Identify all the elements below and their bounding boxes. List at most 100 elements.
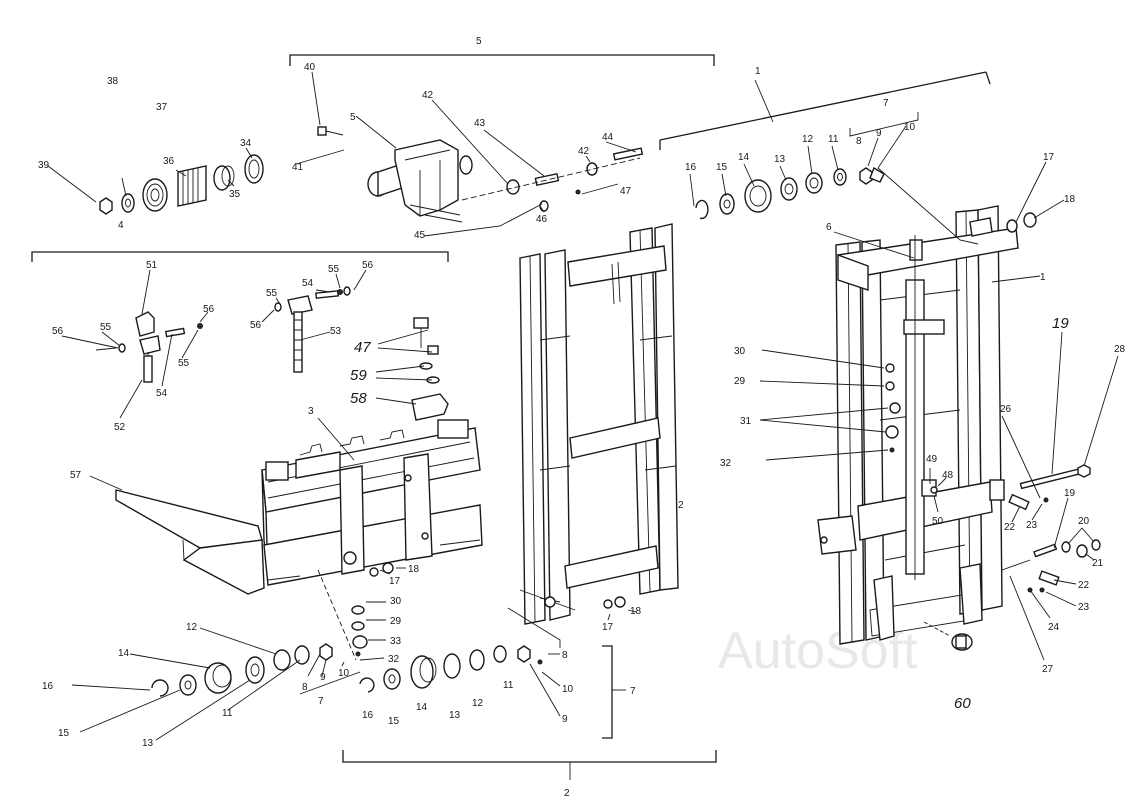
bracket-7-left — [299, 671, 361, 695]
label-56d: 56 — [362, 260, 374, 271]
label-19a: 19 — [1052, 315, 1069, 332]
label-36: 36 — [163, 156, 175, 167]
plates-22-23 — [1008, 493, 1060, 593]
label-7a: 7 — [883, 98, 889, 109]
nut-9-left — [319, 643, 333, 661]
washer-11-mid — [493, 645, 507, 663]
label-15c: 15 — [388, 716, 400, 727]
nut-10-mid — [517, 645, 543, 665]
lift-cylinder-6 — [903, 235, 945, 580]
chain-anchor-48-50 — [921, 479, 938, 497]
label-34: 34 — [240, 138, 252, 149]
label-32a: 32 — [720, 458, 732, 469]
bearing-13-left — [245, 656, 265, 684]
rod-19 — [1019, 467, 1083, 490]
label-42a: 42 — [422, 90, 434, 101]
spacer-12-top — [805, 172, 823, 194]
nut-28 — [1077, 464, 1091, 478]
washer-15-mid — [383, 668, 401, 690]
cup-14-left — [204, 662, 232, 694]
bracket-58 — [411, 393, 449, 421]
label-22a: 22 — [1004, 522, 1016, 533]
spacer-12-mid — [469, 649, 485, 671]
part-number-labels: 5 38 37 39 36 34 35 40 5 41 42 43 44 42 … — [38, 36, 1126, 799]
label-23b: 23 — [1078, 602, 1090, 613]
label-9c: 9 — [562, 714, 568, 725]
label-15b: 15 — [58, 728, 70, 739]
label-56b: 56 — [203, 304, 215, 315]
label-19b: 19 — [1064, 488, 1076, 499]
label-11b: 11 — [222, 708, 233, 719]
label-55b: 55 — [178, 358, 190, 369]
label-52: 52 — [114, 422, 126, 433]
label-47b: 47 — [354, 339, 371, 356]
bracket-2 — [342, 750, 717, 780]
label-17a: 17 — [1043, 152, 1055, 163]
label-56a: 56 — [52, 326, 64, 337]
bearing-13-top — [780, 177, 798, 201]
label-38: 38 — [107, 76, 119, 87]
label-55a: 55 — [100, 322, 112, 333]
rollers-17-18-mid — [603, 596, 626, 609]
label-18b: 18 — [408, 564, 420, 575]
label-16b: 16 — [42, 681, 54, 692]
label-56c: 56 — [250, 320, 262, 331]
label-31: 31 — [740, 416, 752, 427]
label-43: 43 — [474, 118, 486, 129]
label-8c: 8 — [562, 650, 568, 661]
label-29a: 29 — [734, 376, 746, 387]
axle-housing-5 — [367, 139, 473, 223]
label-39: 39 — [38, 160, 50, 171]
bracket-4 — [31, 251, 449, 262]
label-5b: 5 — [350, 112, 356, 123]
bracket-1 — [659, 71, 991, 150]
label-33: 33 — [390, 636, 402, 647]
bearing-cup-37 — [142, 178, 168, 212]
label-55d: 55 — [328, 264, 340, 275]
pin-54-left — [164, 327, 186, 338]
label-11a: 11 — [828, 134, 839, 145]
pivot-53 — [287, 290, 340, 373]
label-47a: 47 — [620, 186, 632, 197]
label-50: 50 — [932, 516, 944, 527]
bolt-40 — [317, 126, 344, 136]
label-28: 28 — [1114, 344, 1126, 355]
label-49: 49 — [926, 454, 938, 465]
label-46: 46 — [536, 214, 548, 225]
label-26: 26 — [1000, 404, 1012, 415]
label-40: 40 — [304, 62, 316, 73]
axis-line-top — [461, 157, 641, 201]
label-14a: 14 — [738, 152, 750, 163]
label-10b: 10 — [338, 668, 350, 679]
label-55c: 55 — [266, 288, 278, 299]
label-12b: 12 — [186, 622, 198, 633]
label-2b: 2 — [564, 788, 570, 799]
bolt-24-27 — [1001, 559, 1033, 593]
clip-46-47 — [539, 189, 581, 212]
label-44: 44 — [602, 132, 614, 143]
pivot-51 — [135, 311, 161, 383]
label-23a: 23 — [1026, 520, 1038, 531]
label-12c: 12 — [472, 698, 484, 709]
label-30b: 30 — [390, 596, 402, 607]
label-24: 24 — [1048, 622, 1060, 633]
rollers-17-18-top — [1006, 212, 1037, 233]
label-11c: 11 — [503, 680, 514, 691]
label-4: 4 — [118, 220, 124, 231]
label-30a: 30 — [734, 346, 746, 357]
label-37: 37 — [156, 102, 168, 113]
lower-hooks — [873, 563, 983, 641]
fork-57 — [115, 489, 265, 595]
clip-55-56-right — [274, 286, 351, 312]
label-1a: 1 — [755, 66, 761, 77]
stack-29-33 — [317, 569, 368, 661]
label-32b: 32 — [388, 654, 400, 665]
snap-ring-16-left — [151, 679, 169, 697]
label-45: 45 — [414, 230, 426, 241]
label-51: 51 — [146, 260, 158, 271]
carriage-3 — [261, 419, 483, 586]
label-27: 27 — [1042, 664, 1054, 675]
label-1b: 1 — [1040, 272, 1046, 283]
inner-mast-1 — [817, 205, 1019, 645]
